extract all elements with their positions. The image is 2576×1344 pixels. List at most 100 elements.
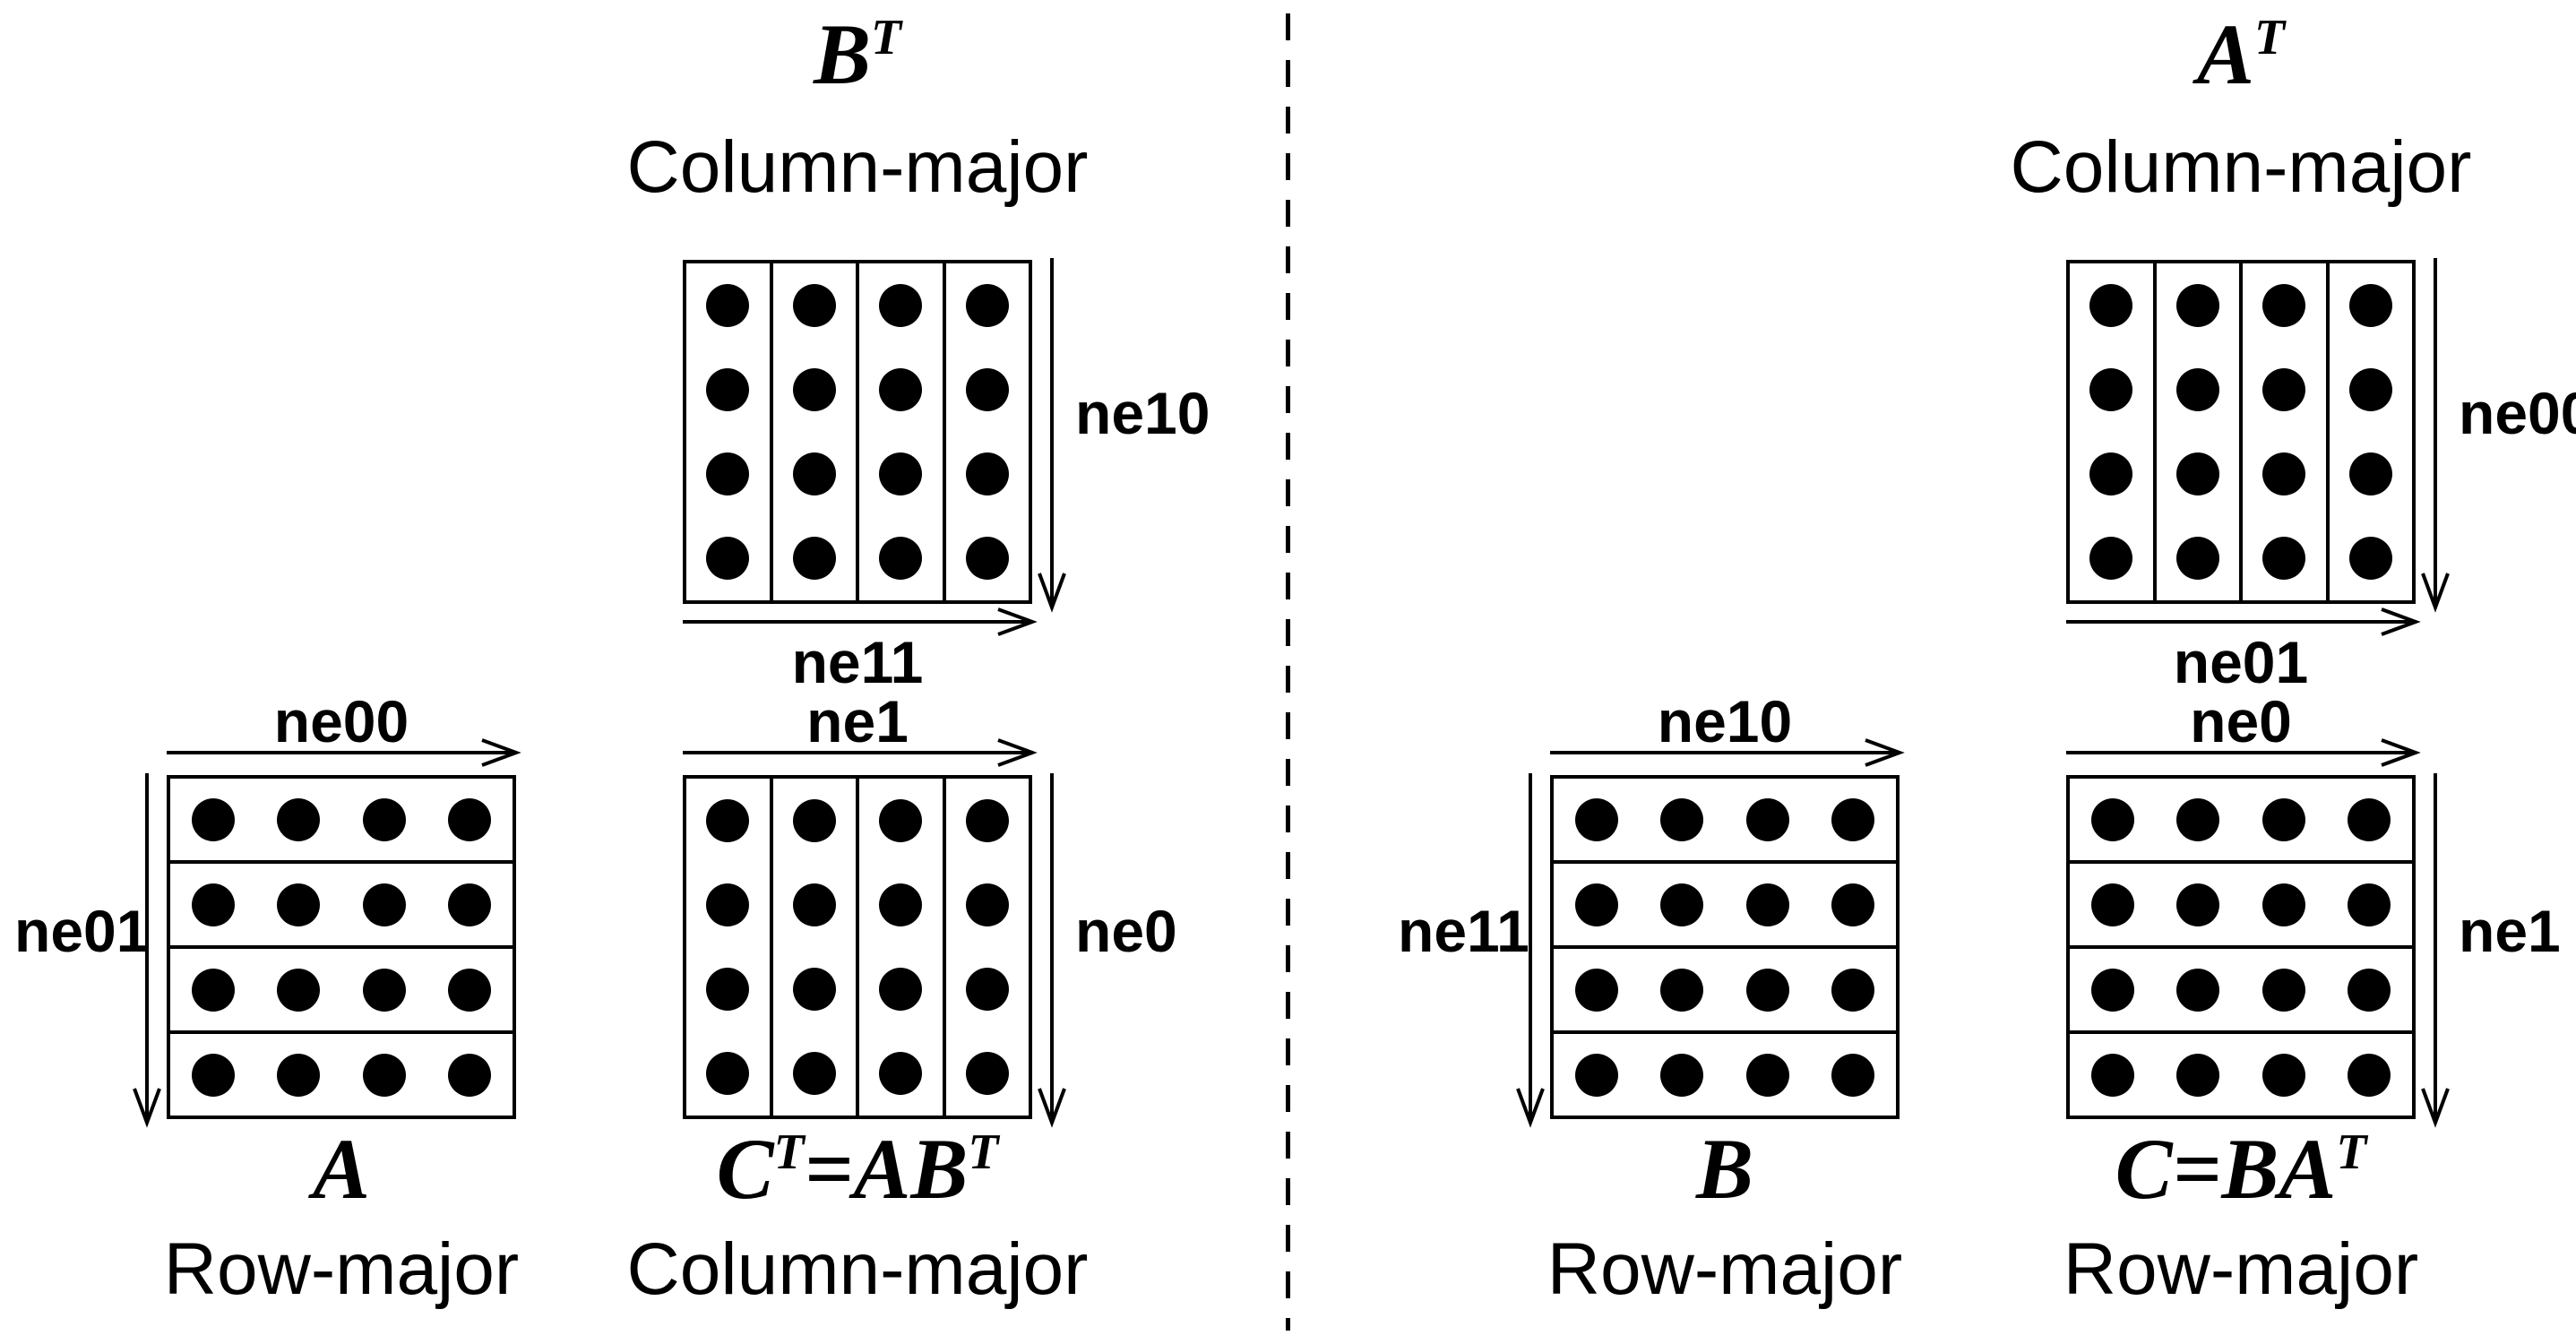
matrix-dot [792, 368, 836, 411]
matrix-cell [2070, 945, 2412, 1030]
right-arrow-icon [167, 738, 521, 767]
storage-order-label: Row-major [1546, 1228, 1903, 1310]
matrix-dot [2090, 883, 2134, 926]
matrix-dot [2090, 1053, 2134, 1097]
matrix-dot [2348, 368, 2392, 411]
matrix-dot [965, 452, 1009, 495]
matrix-dot [792, 1052, 836, 1095]
down-arrow-icon [1038, 773, 1066, 1128]
matrix-dot [965, 968, 1009, 1011]
right-arrow-icon [683, 738, 1038, 767]
matrix-dot [706, 1052, 750, 1095]
matrix-dot [879, 452, 923, 495]
ne01-label: ne01 [14, 898, 150, 964]
matrix-cell [686, 263, 770, 600]
matrix-title-text: =BA [2172, 1121, 2337, 1217]
matrix-dot [1831, 883, 1875, 926]
matrix-dot [965, 537, 1009, 580]
matrix-cell [769, 779, 857, 1116]
matrix-dot [2348, 452, 2392, 495]
ne01-label: ne01 [2173, 629, 2309, 695]
matrix-title-b: B [1550, 1122, 1900, 1217]
ne1-label: ne1 [806, 688, 909, 754]
matrix-dot [191, 968, 235, 1012]
panel-divider [1286, 13, 1290, 1331]
matrix-dot [706, 284, 750, 327]
matrix-dot [191, 797, 235, 841]
matrix-dot [706, 799, 750, 842]
matrix-dot [706, 537, 750, 580]
matrix-dot [879, 537, 923, 580]
matrix-a [167, 775, 516, 1119]
matrix-c-transpose [683, 775, 1032, 1119]
matrix-dot [706, 368, 750, 411]
matrix-dot [2348, 284, 2392, 327]
matrix-dot [448, 1053, 492, 1097]
ne10-label: ne10 [1075, 380, 1210, 446]
matrix-cell [769, 263, 857, 600]
ne00-label: ne00 [273, 688, 409, 754]
matrix-cell [2239, 263, 2326, 600]
matrix-dot [792, 799, 836, 842]
ne00-label: ne00 [2459, 380, 2576, 446]
matrix-cell [856, 263, 943, 600]
matrix-dot [1831, 797, 1875, 841]
matrix-title-text: =AB [804, 1121, 969, 1217]
matrix-dot [2176, 1053, 2220, 1097]
matrix-title-superscript: T [968, 1124, 999, 1180]
matrix-cell [1554, 945, 1896, 1030]
matrix-dot [2175, 368, 2219, 411]
matrix-dot [2348, 797, 2391, 841]
matrix-dot [792, 537, 836, 580]
matrix-dot [792, 883, 836, 926]
matrix-title-a-transpose: AT [2066, 7, 2416, 102]
right-arrow-icon [2066, 607, 2421, 636]
matrix-dot [706, 968, 750, 1011]
matrix-dot [2262, 968, 2305, 1012]
matrix-dot [2262, 1053, 2305, 1097]
matrix-dot [362, 797, 406, 841]
matrix-cell [170, 860, 513, 945]
storage-order-label: Column-major [626, 1228, 1089, 1310]
matrix-dot [965, 368, 1009, 411]
matrix-dot [1574, 883, 1618, 926]
matrix-cell [942, 779, 1030, 1116]
matrix-dot [1574, 968, 1618, 1012]
matrix-dot [879, 284, 923, 327]
matrix-cell [2152, 263, 2240, 600]
matrix-dot [2348, 1053, 2391, 1097]
matrix-dot [879, 1052, 923, 1095]
matrix-dot [879, 883, 923, 926]
matrix-dot [191, 1053, 235, 1097]
matrix-c [2066, 775, 2416, 1119]
down-arrow-icon [2421, 773, 2450, 1128]
matrix-dot [2089, 537, 2133, 580]
matrix-dot [277, 797, 321, 841]
matrix-cell [2070, 263, 2153, 600]
matrix-dot [277, 968, 321, 1012]
matrix-dot [1660, 1053, 1704, 1097]
matrix-title-superscript: T [2336, 1124, 2367, 1180]
matrix-dot [2262, 368, 2306, 411]
matrix-dot [2175, 537, 2219, 580]
matrix-dot [2175, 284, 2219, 327]
matrix-dot [1831, 1053, 1875, 1097]
matrix-cell [1554, 1030, 1896, 1116]
matrix-title-c: C=BAT [2066, 1122, 2416, 1217]
matrix-title-text: A [312, 1121, 371, 1217]
matrix-cell [2070, 860, 2412, 945]
down-arrow-icon [1038, 258, 1066, 613]
matrix-dot [2176, 968, 2220, 1012]
matrix-dot [448, 797, 492, 841]
matrix-dot [792, 452, 836, 495]
ne11-label: ne11 [791, 629, 924, 695]
storage-order-label: Column-major [2010, 126, 2472, 208]
matrix-dot [879, 799, 923, 842]
matrix-dot [2262, 284, 2306, 327]
matrix-dot [277, 1053, 321, 1097]
matrix-dot [965, 284, 1009, 327]
matrix-dot [2090, 968, 2134, 1012]
matrix-dot [2089, 284, 2133, 327]
matrix-dot [1745, 797, 1789, 841]
